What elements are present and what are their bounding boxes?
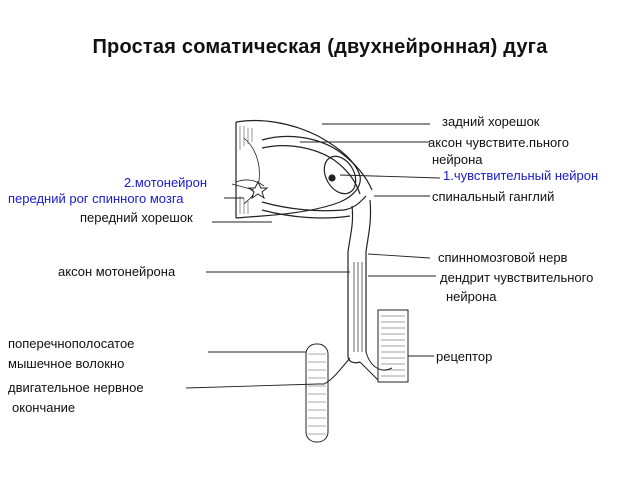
posterior-root-and-ganglion <box>261 135 373 195</box>
label-posterior-root: задний хорешок <box>442 114 540 129</box>
label-muscle-fiber: поперечнополосатое <box>8 336 135 351</box>
anterior-root <box>261 195 367 219</box>
label-sensory-dendrite-cont: нейрона <box>446 289 497 304</box>
label-sensory-neuron: 1.чувствительный нейрон <box>443 168 599 183</box>
label-muscle-fiber-cont: мышечное волокно <box>8 356 125 371</box>
label-sensory-axon: аксон чувствите.пьного <box>428 135 569 150</box>
label-anterior-horn: передний рог спинного мозга <box>8 191 184 206</box>
spinal-cord-section <box>235 119 361 219</box>
label-motor-neuron: 2.мотонейрон <box>124 175 208 190</box>
label-spinal-ganglion: спинальный ганглий <box>432 189 555 204</box>
label-sensory-dendrite: дендрит чувствительного <box>440 270 594 285</box>
muscle-fiber <box>305 343 329 443</box>
label-motor-ending-cont: окончание <box>12 400 76 415</box>
motor-axon-branch <box>316 357 379 385</box>
motor-neuron-cell <box>247 180 269 200</box>
label-spinal-nerve: спинномозговой нерв <box>438 250 568 265</box>
label-sensory-axon-cont: нейрона <box>432 152 483 167</box>
leader-lines <box>185 123 441 389</box>
label-anterior-root: передний хорешок <box>80 210 193 225</box>
label-motor-axon: аксон мотонейрона <box>58 264 176 279</box>
receptor <box>365 309 409 383</box>
label-receptor: рецептор <box>436 349 493 364</box>
diagram-title: Простая соматическая (двухнейронная) дуг… <box>92 36 548 58</box>
label-motor-ending: двигательное нервное <box>8 380 144 395</box>
spinal-nerve <box>347 199 372 364</box>
